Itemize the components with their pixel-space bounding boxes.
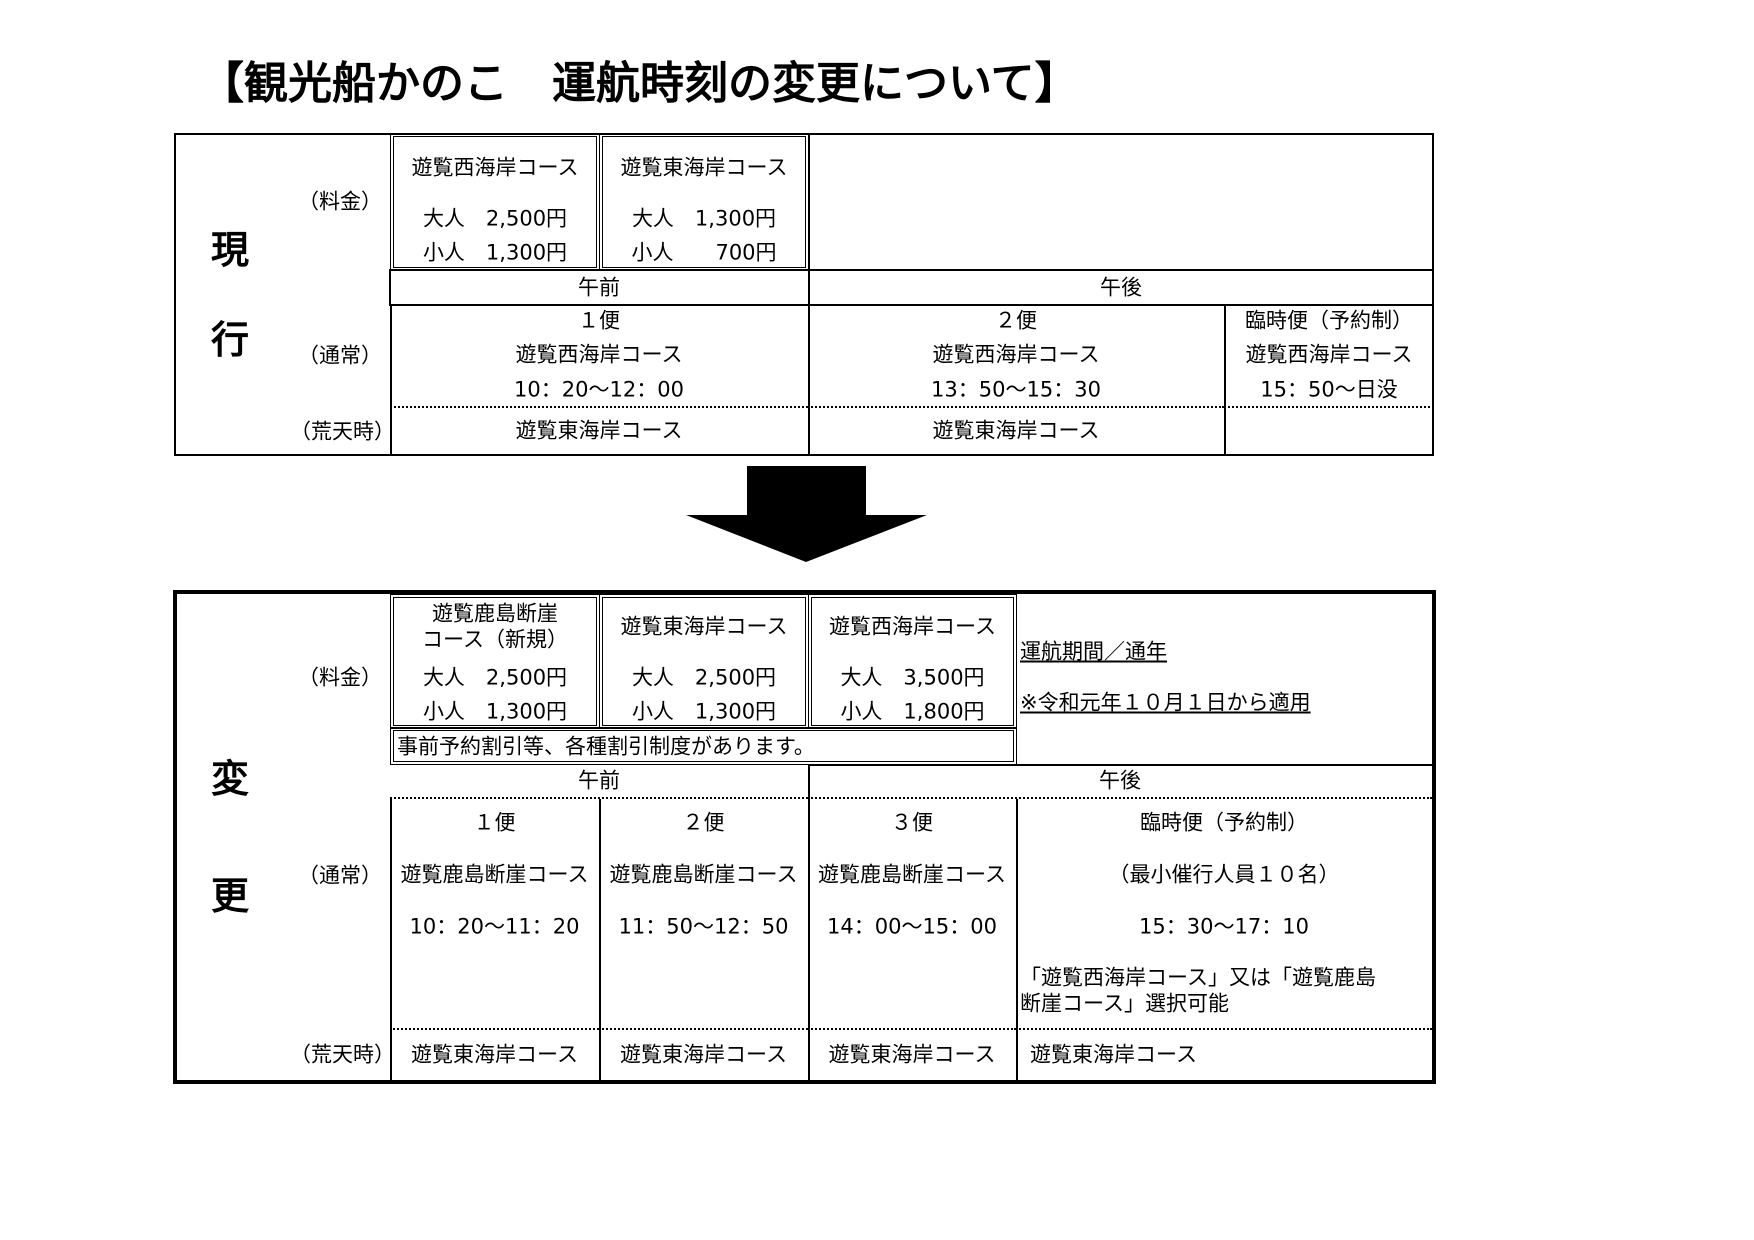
storm-course: 遊覧東海岸コース [620, 1042, 787, 1067]
special-trip-note: 「遊覧西海岸コース」又は「遊覧鹿島 [1020, 965, 1376, 990]
pm-label: 午後 [1099, 768, 1141, 793]
trip-name: １便 [578, 308, 620, 333]
storm-cell-3 [1224, 408, 1434, 456]
am-header [390, 764, 808, 799]
storm-cell-special [1016, 1030, 1432, 1082]
fare-child: 小人 1,300円 [422, 699, 568, 724]
pm-header [808, 764, 1432, 799]
am-label: 午前 [578, 768, 620, 793]
storm-course: 遊覧東海岸コース [1030, 1042, 1197, 1067]
fare-course: 遊覧東海岸コース [620, 155, 788, 180]
storm-course: 遊覧東海岸コース [411, 1042, 578, 1067]
trip-time: 15：50〜日没 [1260, 377, 1398, 402]
trip-course: 遊覧鹿島断崖コース [818, 862, 1006, 887]
trip-cell-2 [808, 304, 1224, 408]
page-title: 【観光船かのこ 運航時刻の変更について】 [200, 58, 1079, 109]
fare-adult: 大人 1,300円 [631, 206, 777, 231]
down-arrow-icon [686, 466, 927, 562]
trip-cell-1 [390, 799, 599, 1030]
current-label-2: 行 [210, 318, 249, 362]
storm-cell-1 [390, 1030, 599, 1082]
trip-time: 10：20〜11：20 [409, 914, 580, 939]
trip-time: 10：20〜12：00 [514, 377, 684, 402]
changed-label-1: 変 [210, 757, 249, 801]
trip-course: 遊覧鹿島断崖コース [400, 862, 589, 887]
storm-cell-1 [390, 408, 808, 456]
trip-cell-3 [1224, 304, 1434, 408]
trip-name: ３便 [891, 810, 933, 835]
fare-child: 小人 700円 [631, 240, 777, 265]
fare-adult: 大人 2,500円 [422, 206, 568, 231]
empty-cell [808, 133, 1434, 271]
fare-child: 小人 1,800円 [840, 699, 985, 724]
fare-course: 遊覧西海岸コース [829, 614, 996, 639]
row-label-fare: （料金） [298, 665, 382, 690]
special-trip-note: 断崖コース」選択可能 [1020, 991, 1229, 1016]
discount-note-box [390, 727, 1017, 765]
changed-schedule-table [173, 590, 1436, 1084]
storm-cell-3 [808, 1030, 1016, 1082]
row-label-normal: （通常） [298, 343, 382, 368]
special-trip-time: 15：30〜17：10 [1139, 914, 1309, 939]
pm-header [808, 269, 1434, 306]
trip-time: 11：50〜12：50 [618, 914, 789, 939]
storm-course: 遊覧東海岸コース [932, 418, 1100, 443]
current-label-1: 現 [210, 228, 249, 272]
fare-course: 遊覧東海岸コース [620, 614, 788, 639]
discount-note: 事前予約割引等、各種割引制度があります。 [397, 734, 815, 759]
row-label-storm: （荒天時） [290, 1042, 395, 1067]
fare-child: 小人 1,300円 [631, 699, 777, 724]
trip-cell-special [1016, 799, 1432, 1030]
trip-name: １便 [473, 810, 516, 835]
row-label-storm: （荒天時） [290, 419, 395, 444]
fare-adult: 大人 2,500円 [422, 665, 568, 690]
row-label-normal: （通常） [298, 863, 382, 888]
pm-label: 午後 [1100, 275, 1142, 300]
trip-course: 遊覧西海岸コース [932, 342, 1100, 367]
fare-course: 遊覧鹿島断崖 [432, 601, 558, 626]
operation-period: 運航期間／通年 [1020, 639, 1167, 664]
trip-course: 遊覧西海岸コース [1245, 342, 1413, 367]
fare-adult: 大人 3,500円 [840, 665, 985, 690]
trip-course: 遊覧鹿島断崖コース [609, 862, 798, 887]
am-label: 午前 [578, 275, 620, 300]
trip-name: ２便 [995, 308, 1037, 333]
special-trip-minimum: （最小催行人員１０名） [1108, 862, 1340, 887]
fare-child: 小人 1,300円 [422, 240, 568, 265]
row-label-fare: （料金） [298, 189, 382, 214]
trip-time: 14：00〜15：00 [827, 914, 997, 939]
storm-course: 遊覧東海岸コース [828, 1042, 996, 1067]
trip-time: 13：50〜15：30 [931, 377, 1101, 402]
storm-cell-2 [599, 1030, 808, 1082]
trip-course: 遊覧西海岸コース [515, 342, 683, 367]
changed-label-2: 更 [210, 874, 249, 918]
fare-adult: 大人 2,500円 [631, 665, 777, 690]
trip-name: 臨時便（予約制） [1245, 308, 1413, 333]
fare-course: 遊覧西海岸コース [411, 155, 579, 180]
special-trip-name: 臨時便（予約制） [1140, 810, 1308, 835]
trip-cell-3 [808, 799, 1016, 1030]
storm-cell-2 [808, 408, 1224, 456]
fare-course: コース（新規） [422, 627, 568, 652]
effective-date: ※令和元年１０月１日から適用 [1020, 690, 1311, 715]
trip-cell-2 [599, 799, 808, 1030]
trip-cell-1 [390, 304, 808, 408]
trip-name: ２便 [682, 810, 725, 835]
storm-course: 遊覧東海岸コース [515, 418, 683, 443]
